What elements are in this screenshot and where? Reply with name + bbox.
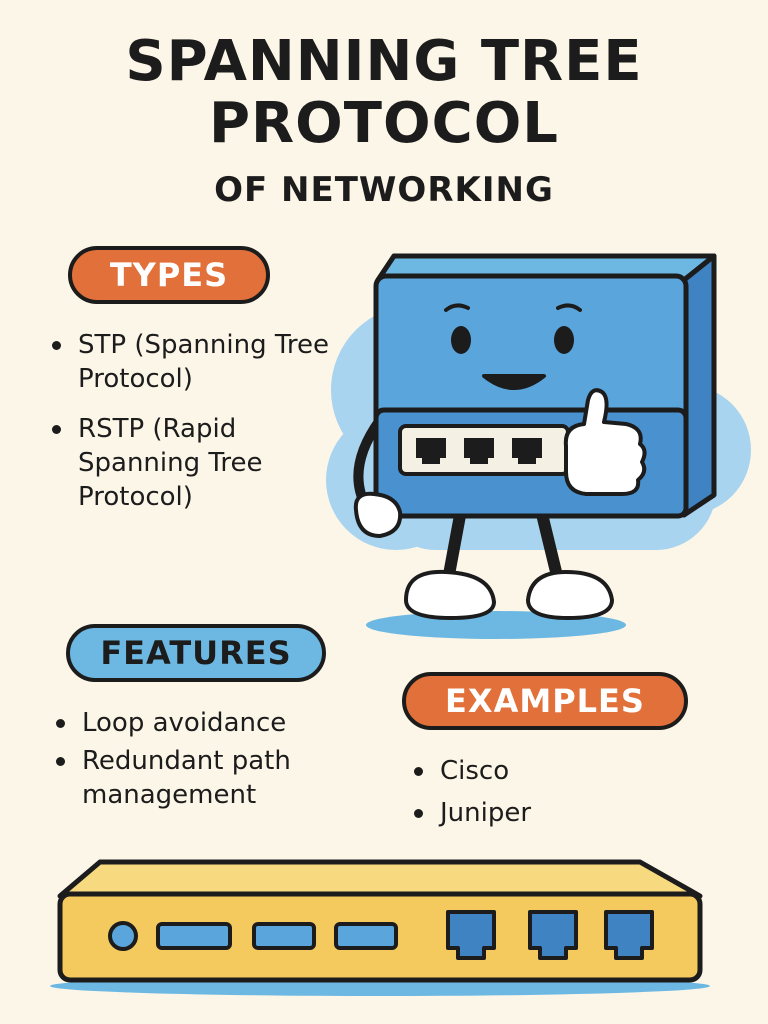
types-item-stp: STP (Spanning Tree Protocol) bbox=[50, 328, 350, 396]
smile bbox=[482, 374, 546, 390]
slot-1 bbox=[156, 922, 232, 950]
title-line-1: SPANNING TREE bbox=[125, 29, 643, 94]
title-subtitle: OF NETWORKING bbox=[214, 170, 554, 210]
thumbs-up-hand bbox=[563, 388, 647, 496]
network-switch-icon bbox=[50, 859, 710, 996]
slot-2 bbox=[252, 922, 316, 950]
types-heading: TYPES bbox=[68, 246, 270, 304]
power-led bbox=[108, 921, 138, 951]
types-list: STP (Spanning Tree Protocol) RSTP (Rapid… bbox=[50, 328, 350, 530]
features-list: Loop avoidance Redundant path management bbox=[54, 706, 374, 816]
ethernet-port-2 bbox=[528, 910, 578, 960]
features-item-redundant-path: Redundant path management bbox=[54, 744, 374, 812]
features-item-loop-avoidance: Loop avoidance bbox=[54, 706, 374, 740]
examples-item-juniper: Juniper bbox=[412, 796, 672, 830]
left-hand bbox=[353, 491, 403, 539]
examples-item-cisco: Cisco bbox=[412, 754, 672, 788]
examples-heading: EXAMPLES bbox=[402, 672, 688, 730]
examples-list: Cisco Juniper bbox=[412, 754, 672, 838]
types-item-rstp: RSTP (Rapid Spanning Tree Protocol) bbox=[50, 412, 350, 514]
switch-mascot-icon bbox=[326, 253, 751, 639]
left-shoe bbox=[403, 569, 497, 621]
right-shoe bbox=[525, 569, 615, 621]
title-line-2: PROTOCOL bbox=[209, 91, 559, 156]
right-eye bbox=[554, 326, 574, 354]
slot-3 bbox=[334, 922, 398, 950]
features-heading: FEATURES bbox=[66, 624, 326, 682]
ethernet-port-1 bbox=[446, 910, 496, 960]
left-eye bbox=[451, 326, 471, 354]
ethernet-port-3 bbox=[604, 910, 654, 960]
